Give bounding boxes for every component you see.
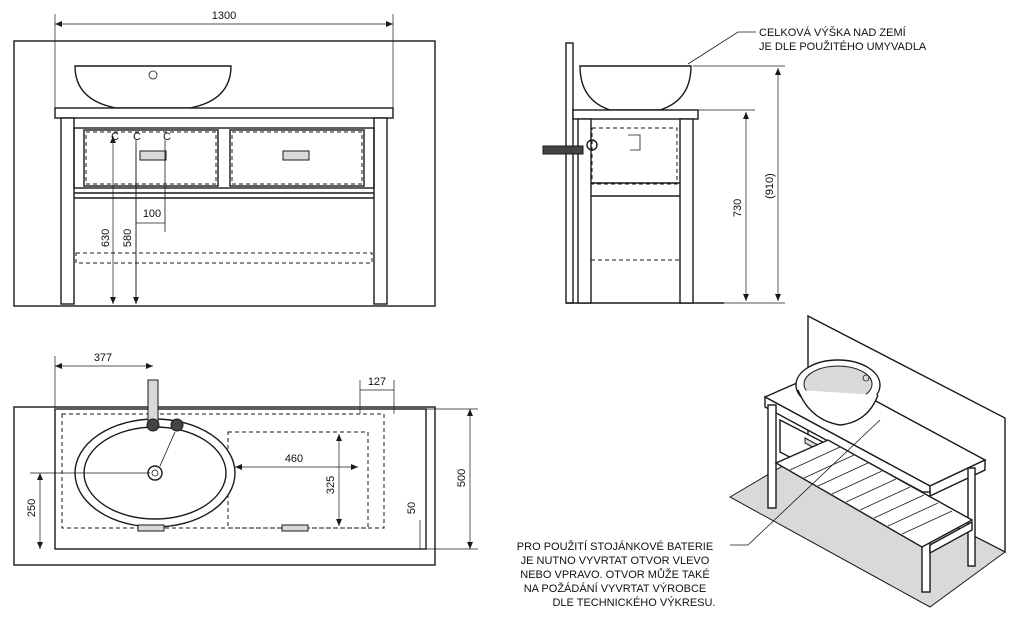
front-leg-left xyxy=(60,117,75,305)
dimension-460-label: 460 xyxy=(285,453,303,465)
side-drain-pipe xyxy=(542,145,584,155)
dimension-730-label: 730 xyxy=(732,199,744,217)
front-wall-outline xyxy=(13,40,436,307)
dimension-1300-label: 1300 xyxy=(212,10,236,22)
faucet-note-line-5: DLE TECHNICKÉHO VÝKRESU. xyxy=(552,596,715,609)
dimension-580-label: 580 xyxy=(122,229,134,247)
front-countertop xyxy=(54,107,394,119)
drawer-handle-right xyxy=(282,150,310,161)
front-view: 1300 C C C 630 580 100 xyxy=(13,10,436,307)
side-basin xyxy=(579,65,692,111)
overflow-hole-icon xyxy=(148,70,158,80)
height-note-line-1: CELKOVÁ VÝŠKA NAD ZEMÍ xyxy=(759,26,907,39)
svg-text:C: C xyxy=(133,131,141,143)
dimension-377-label: 377 xyxy=(94,352,112,364)
dimension-910-label: (910) xyxy=(764,173,776,199)
top-faucet-pipe xyxy=(147,379,159,424)
top-wall-outline xyxy=(13,406,436,566)
side-wall xyxy=(565,42,574,304)
dimension-630-label: 630 xyxy=(100,229,112,247)
side-leg-back xyxy=(577,118,592,304)
front-drawer-left xyxy=(83,129,219,187)
iso-leg-back-right xyxy=(967,467,976,567)
drawer-handle-left xyxy=(139,150,167,161)
dimension-100-label: 100 xyxy=(143,208,161,220)
faucet-note-line-2: JE NUTNO VYVRTAT OTVOR VLEVO xyxy=(521,555,710,567)
front-drawer-right xyxy=(229,129,365,187)
front-shelf xyxy=(75,252,373,264)
front-basin xyxy=(74,65,232,109)
iso-shelf xyxy=(774,439,974,548)
side-view: 730 (910) CELKOVÁ VÝŠKA NAD ZEMÍ JE DLE … xyxy=(542,26,927,304)
front-leg-right xyxy=(373,117,388,305)
faucet-note: PRO POUŽITÍ STOJÁNKOVÉ BATERIE JE NUTNO … xyxy=(517,540,716,609)
side-countertop xyxy=(572,109,699,120)
side-leg-front xyxy=(679,118,694,304)
dimension-250-label: 250 xyxy=(26,499,38,517)
iso-leg-front-left xyxy=(767,404,777,509)
faucet-note-line-4: NA POŽÁDÁNÍ VYVRTAT VÝROBCE xyxy=(524,582,707,595)
dimension-500-label: 500 xyxy=(456,469,468,487)
svg-text:C: C xyxy=(163,131,171,143)
isometric-view xyxy=(728,314,1006,608)
dimension-325-label: 325 xyxy=(325,476,337,494)
faucet-note-line-1: PRO POUŽITÍ STOJÁNKOVÉ BATERIE xyxy=(517,540,713,553)
top-view: 377 127 460 325 500 250 50 xyxy=(13,352,478,566)
svg-text:C: C xyxy=(111,131,119,143)
faucet-note-line-3: NEBO VPRAVO. OTVOR MŮŽE TAKÉ xyxy=(520,568,709,581)
dimension-50-label: 50 xyxy=(406,502,418,514)
height-note-line-2: JE DLE POUŽITÉHO UMYVADLA xyxy=(759,40,927,53)
dimension-127-label: 127 xyxy=(368,376,386,388)
